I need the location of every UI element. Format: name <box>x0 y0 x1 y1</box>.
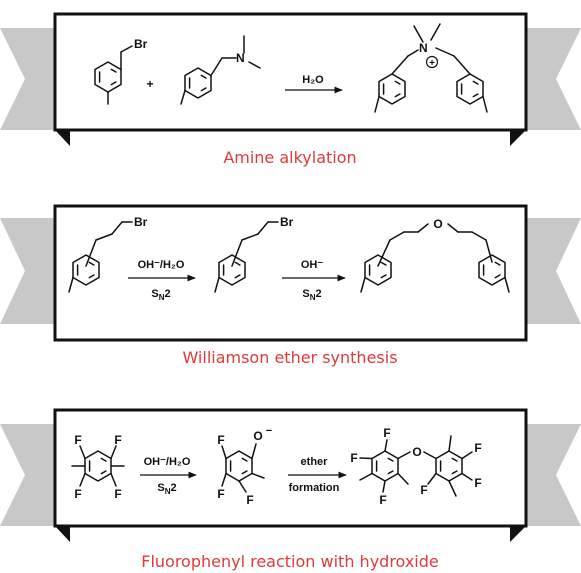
arrow-1-label-above: OH⁻/H₂O <box>144 456 191 468</box>
ribbon-fold-right <box>510 526 526 542</box>
negative-charge: − <box>266 425 272 437</box>
ribbon-left <box>0 424 70 526</box>
panel-fluorophenyl-hydroxide: F F F F OH⁻/H₂O SN2 F F F O − ether form <box>0 408 581 571</box>
ribbon-fold-right <box>510 130 526 146</box>
panel-frame <box>53 204 528 342</box>
panel-williamson-ether: Br OH⁻/H₂O SN2 Br OH⁻ SN2 <box>0 204 581 367</box>
ribbon-left <box>0 28 70 130</box>
atom-o-minus: O <box>253 429 262 443</box>
caption-fluorophenyl-hydroxide: Fluorophenyl reaction with hydroxide <box>141 552 439 571</box>
product-dipropyl-ether: O <box>360 217 510 293</box>
arrow-2-label-above: ether <box>301 456 329 468</box>
reactant-benzyl-bromide: Br <box>94 37 148 105</box>
panel-frame <box>53 12 528 132</box>
caption-williamson-ether: Williamson ether synthesis <box>182 348 397 367</box>
positive-charge-sign: + <box>429 58 435 69</box>
arrow-1-label-below: SN2 <box>157 482 176 496</box>
atom-f: F <box>114 487 121 501</box>
caption-amine-alkylation: Amine alkylation <box>223 148 356 167</box>
arrow-2-label-above: OH⁻ <box>301 259 324 271</box>
panel-amine-alkylation: Br + N H₂O <box>0 12 581 167</box>
ribbon-right <box>510 28 581 130</box>
product-diaryl-ether: F F F O F F F <box>350 426 481 507</box>
atom-f: F <box>114 433 121 447</box>
atom-f: F <box>246 493 253 507</box>
atom-f: F <box>474 441 481 455</box>
arrow-1-label-below: SN2 <box>151 288 170 302</box>
reactant-bromopropyl-toluene: Br <box>68 215 148 293</box>
ribbon-right <box>510 218 581 324</box>
atom-n: N <box>236 51 245 65</box>
ribbon-left <box>0 218 70 324</box>
atom-br: Br <box>280 215 294 229</box>
atom-f: F <box>350 451 357 465</box>
atom-f: F <box>74 487 81 501</box>
atom-f: F <box>420 483 427 497</box>
atom-f: F <box>217 487 224 501</box>
reactant-benzyl-dimethylamine: N <box>180 35 261 105</box>
atom-n-plus: N <box>419 41 428 55</box>
atom-o: O <box>433 217 442 231</box>
intermediate-phenolate: F F F O − <box>217 425 272 507</box>
positive-charge-circle <box>425 55 439 69</box>
atom-f: F <box>379 493 386 507</box>
arrow-1-label-above: OH⁻/H₂O <box>138 259 185 271</box>
panel-frame <box>53 408 528 528</box>
plus-sign: + <box>146 77 153 91</box>
reactant-tetrafluoro-xylene: F F F F <box>71 433 125 501</box>
ribbon-fold-left <box>55 526 70 542</box>
atom-f: F <box>474 476 481 490</box>
atom-f: F <box>383 426 390 440</box>
ribbon-right <box>510 424 581 526</box>
arrow-label-above: H₂O <box>302 74 324 86</box>
arrow-2-label-below: SN2 <box>302 288 321 302</box>
atom-o: O <box>412 445 421 459</box>
atom-br: Br <box>134 37 148 51</box>
atom-br: Br <box>134 215 148 229</box>
ribbon-fold-left <box>55 130 70 146</box>
arrow-2-label-below: formation <box>289 482 340 494</box>
intermediate-bromopropyl-toluene: Br <box>214 215 294 293</box>
atom-f: F <box>217 433 224 447</box>
atom-f: F <box>74 433 81 447</box>
product-quaternary-ammonium: N + <box>374 23 488 113</box>
